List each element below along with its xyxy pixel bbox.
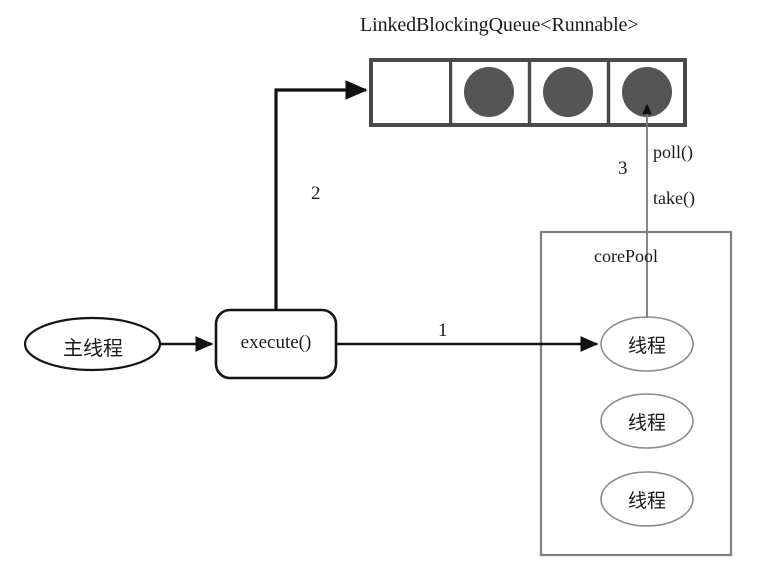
main-thread-node[interactable] — [25, 318, 161, 370]
thread-label-0: 线程 — [627, 336, 666, 357]
take-method-label: take() — [653, 188, 695, 208]
step-3-label: 3 — [618, 158, 628, 179]
thread-label-1: 线程 — [627, 413, 666, 434]
edge-step-2-execute-to-queue — [274, 80, 368, 310]
main-thread-ellipse[interactable] — [23, 316, 162, 372]
queue-slot-1[interactable] — [452, 62, 528, 123]
execute-node[interactable] — [216, 310, 336, 378]
thread-node-0[interactable] — [601, 317, 693, 371]
queue-title-label: LinkedBlockingQueue<Runnable> — [360, 14, 639, 36]
queue-task-circle-2[interactable] — [543, 67, 593, 117]
queue-task-circle-1[interactable] — [464, 67, 514, 117]
step-2-label: 2 — [311, 183, 321, 204]
core-pool-label: corePool — [594, 246, 658, 266]
queue-slot-2[interactable] — [531, 62, 607, 123]
execute-label: execute() — [240, 332, 312, 353]
queue-cell-0[interactable] — [373, 62, 449, 123]
queue-container — [369, 58, 687, 127]
queue-slot-3[interactable] — [610, 62, 683, 123]
core-pool-box[interactable] — [539, 230, 733, 557]
thread-label-2: 线程 — [627, 491, 666, 512]
thread-ellipse-1[interactable] — [600, 393, 694, 449]
thread-node-1[interactable] — [601, 394, 693, 448]
queue-task-circle-3[interactable] — [622, 67, 672, 117]
core-pool-border — [539, 230, 733, 557]
thread-node-2[interactable] — [601, 472, 693, 526]
main-thread-label: 主线程 — [63, 338, 123, 360]
queue-slot-0[interactable] — [373, 62, 449, 123]
step-1-label: 1 — [438, 320, 448, 341]
thread-ellipse-2[interactable] — [600, 471, 694, 527]
poll-method-label: poll() — [653, 142, 693, 162]
